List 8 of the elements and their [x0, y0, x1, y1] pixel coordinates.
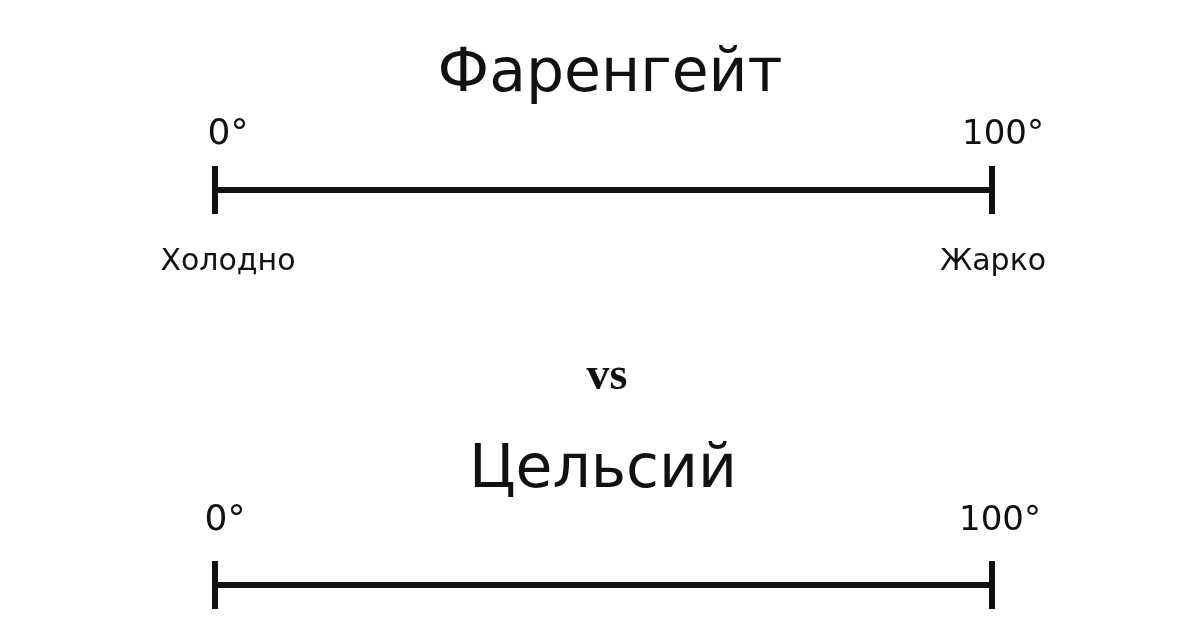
scale-value: 0° — [207, 114, 249, 150]
scale-value: 100° — [959, 501, 1041, 535]
scale-end-label: Холодно — [160, 245, 296, 275]
versus-text: vs — [586, 351, 628, 397]
scale-title: Цельсий — [468, 436, 738, 496]
scale-end-label: Жарко — [939, 245, 1047, 275]
scale-value: 100° — [962, 115, 1044, 149]
scale-value: 0° — [204, 500, 246, 536]
